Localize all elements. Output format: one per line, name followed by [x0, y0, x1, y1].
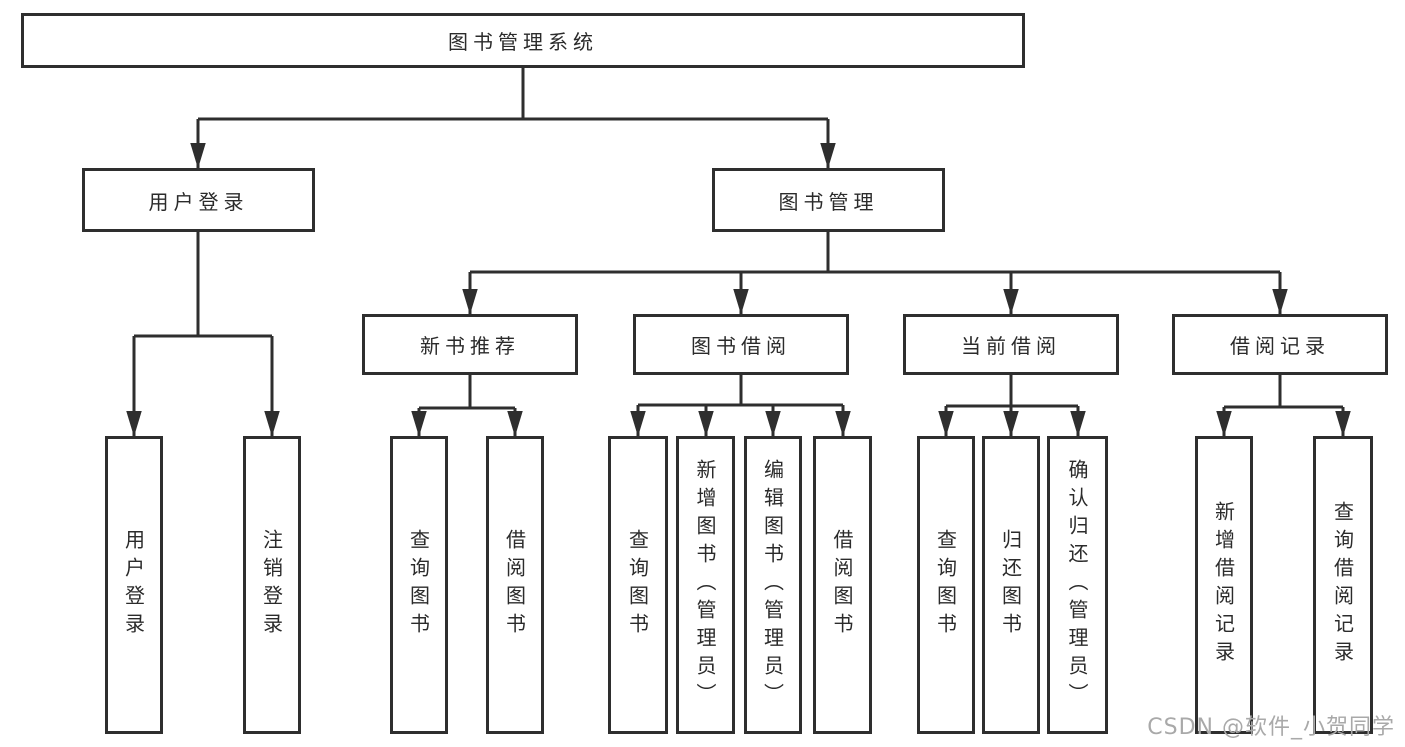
leaf-user-login: 用户登录: [105, 436, 163, 734]
node-user-login: 用户登录: [82, 168, 315, 232]
leaf-query-borrow-record: 查询借阅记录: [1313, 436, 1373, 734]
leaf-borrow-book: 借阅图书: [813, 436, 872, 734]
leaf-return-book: 归还图书: [982, 436, 1040, 734]
leaf-add-borrow-record: 新增借阅记录: [1195, 436, 1253, 734]
leaf-confirm-return-admin: 确认归还（管理员）: [1047, 436, 1108, 734]
connector-book-management-children: [462, 232, 1288, 315]
node-new-book-recommend: 新书推荐: [362, 314, 578, 375]
leaf-query-book-recommend: 查询图书: [390, 436, 448, 734]
leaf-query-book-borrow: 查询图书: [608, 436, 668, 734]
connector-book-borrow-children: [630, 375, 851, 437]
node-book-management: 图书管理: [712, 168, 945, 232]
connector-new-book-recommend-children: [411, 375, 523, 437]
watermark-text: CSDN @软件_小贺同学: [1147, 715, 1395, 740]
node-borrow-records: 借阅记录: [1172, 314, 1388, 375]
leaf-borrow-book-recommend: 借阅图书: [486, 436, 544, 734]
leaf-logout: 注销登录: [243, 436, 301, 734]
connector-root-to-level2: [190, 68, 836, 169]
node-current-borrow: 当前借阅: [903, 314, 1119, 375]
node-root-system: 图书管理系统: [21, 13, 1025, 68]
connector-borrow-records-children: [1216, 375, 1351, 437]
leaf-query-book-current: 查询图书: [917, 436, 975, 734]
node-book-borrow: 图书借阅: [633, 314, 849, 375]
connector-user-login-children: [126, 232, 280, 437]
leaf-add-book-admin: 新增图书（管理员）: [676, 436, 735, 734]
leaf-edit-book-admin: 编辑图书（管理员）: [744, 436, 802, 734]
connector-current-borrow-children: [938, 375, 1086, 437]
